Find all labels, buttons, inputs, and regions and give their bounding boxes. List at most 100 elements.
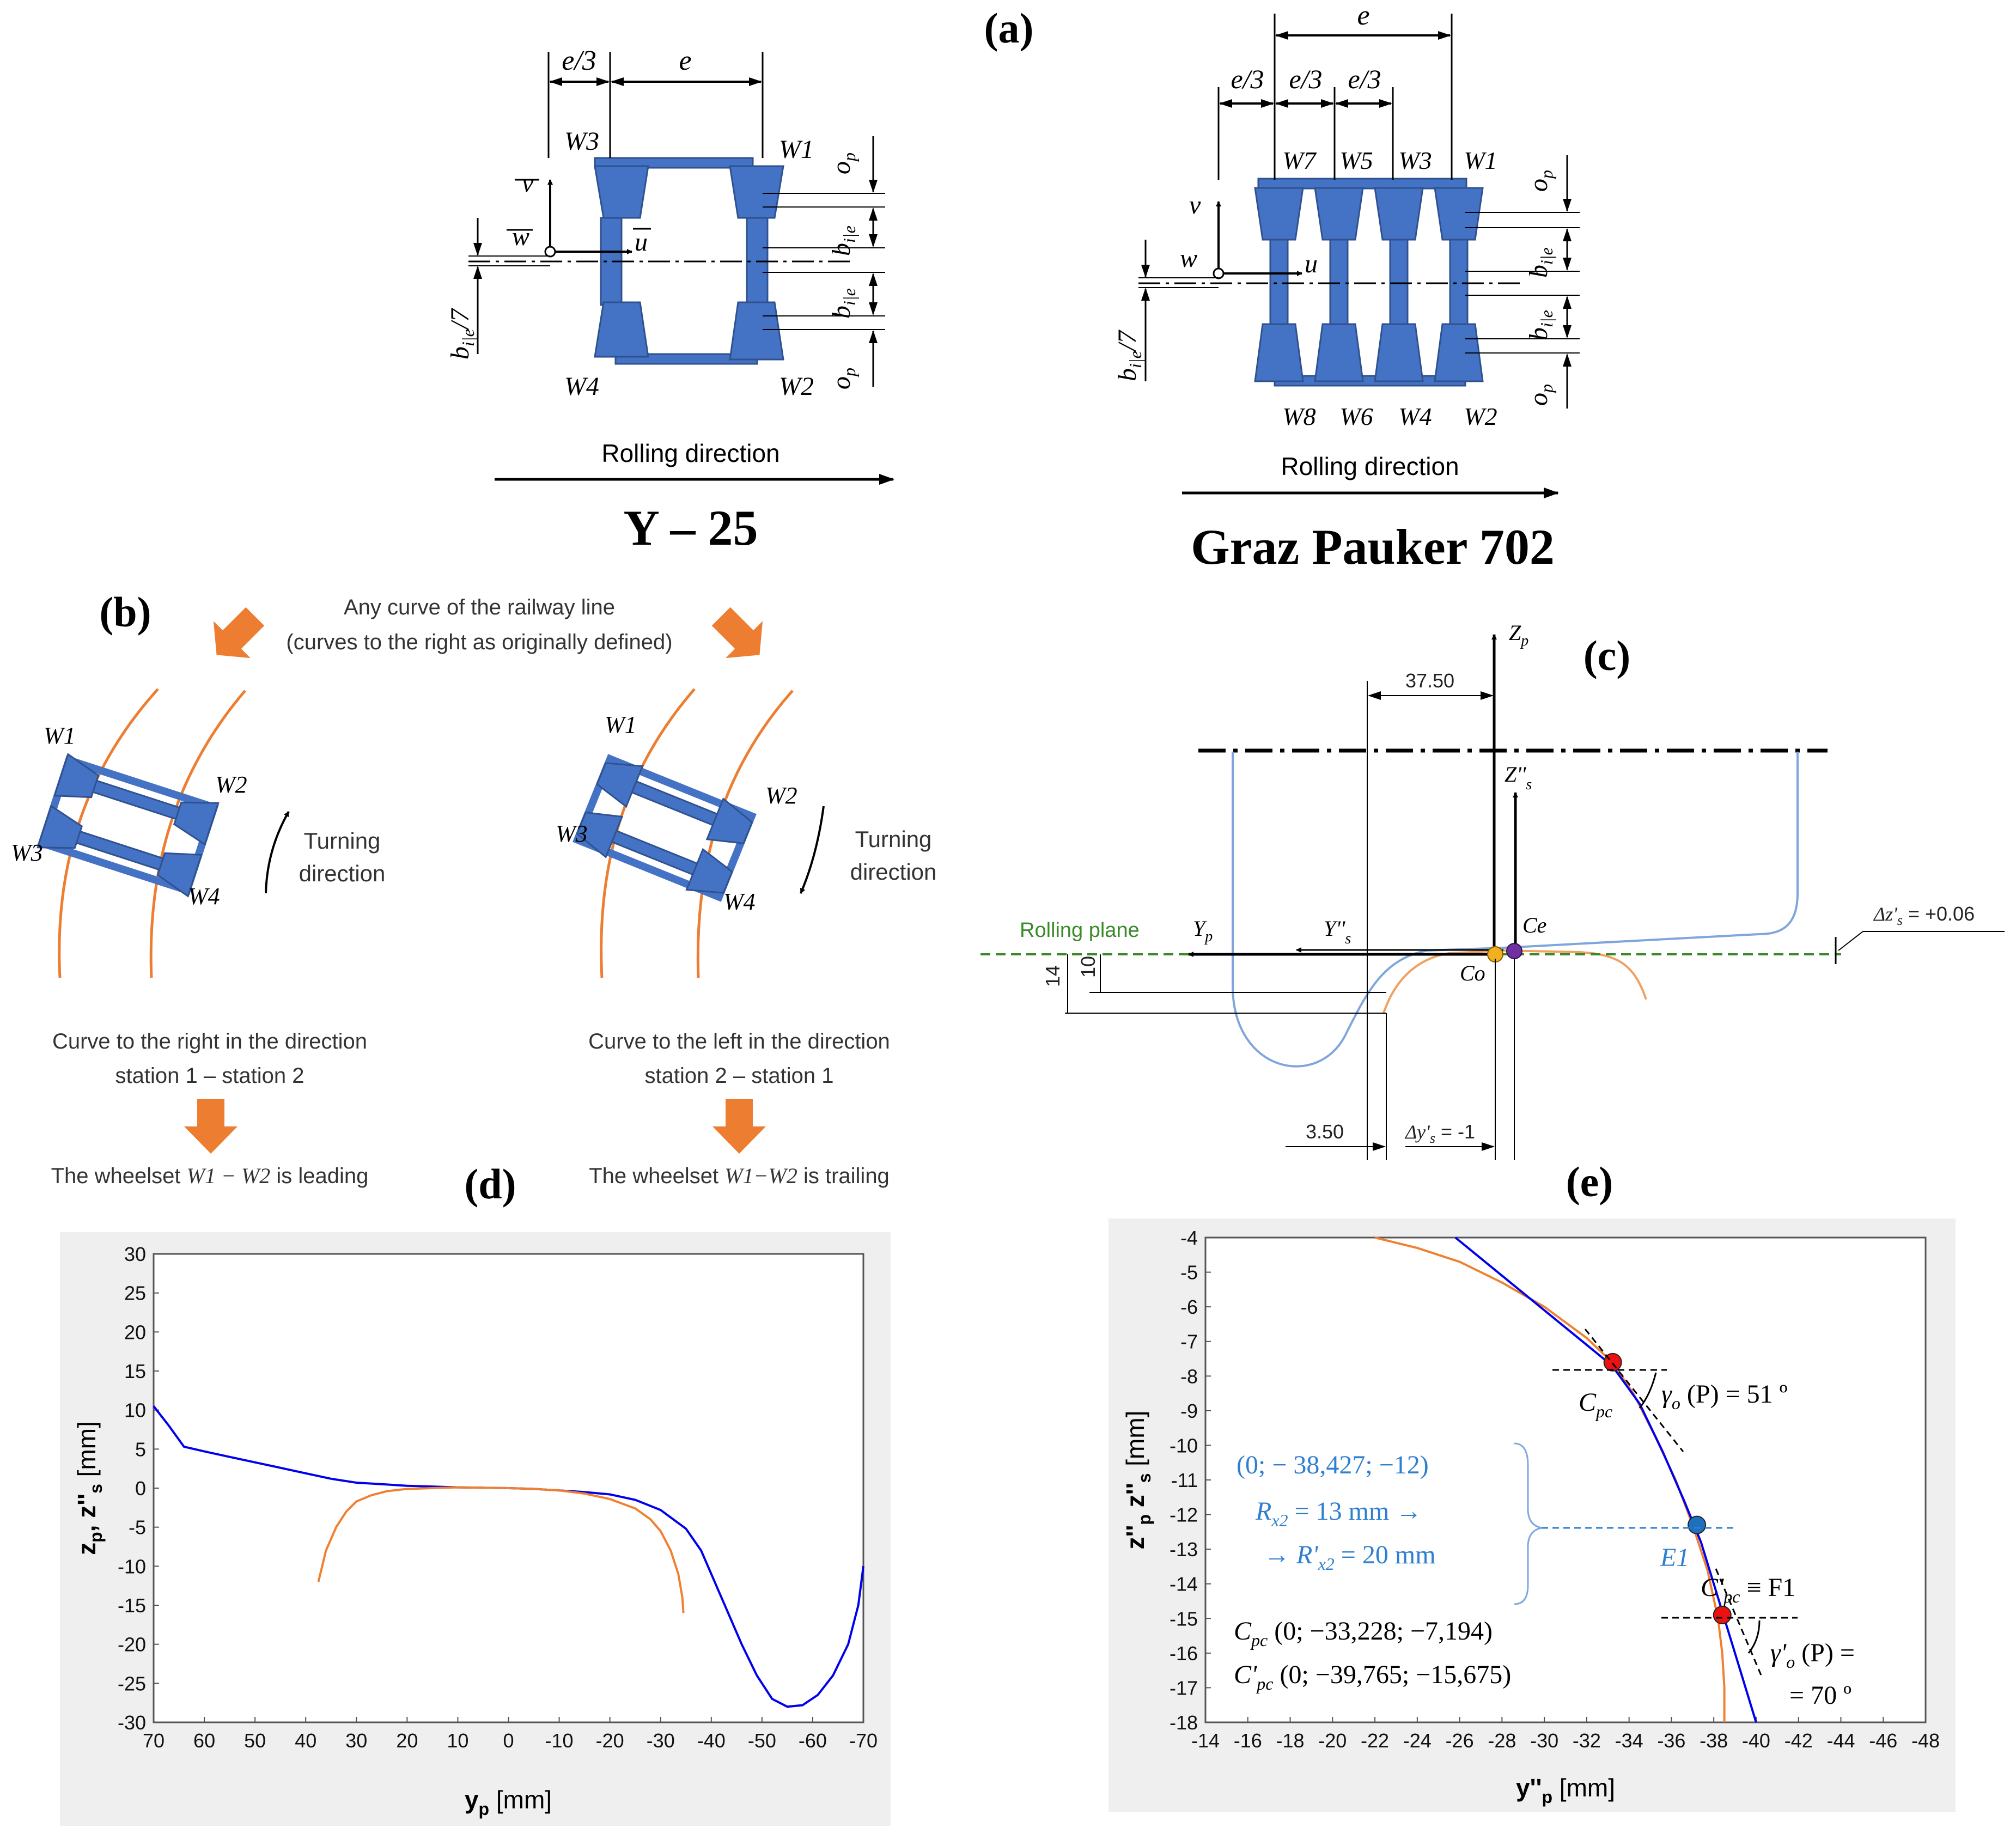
chart-d-ytick-label: 20 (124, 1321, 146, 1343)
graz-dim-e: e (1357, 0, 1369, 31)
chart-e-marker-2 (1713, 1605, 1732, 1624)
chart-d-xtick-label: -50 (748, 1729, 776, 1752)
y25-axis-w: w (512, 222, 529, 251)
chart-e-ytick-label: -15 (1170, 1607, 1198, 1630)
panel-e-chart: -14-16-18-20-22-24-26-28-30-32-34-36-38-… (1109, 1218, 1956, 1812)
panel-label-b: (b) (99, 588, 151, 636)
b-right-bogie (572, 754, 757, 902)
graz-wheel-w1: W1 (1464, 147, 1497, 174)
chart-d-xtick-label: 40 (295, 1729, 316, 1752)
chart-d-xtick-label: -30 (647, 1729, 675, 1752)
chart-e-marker-1 (1688, 1515, 1707, 1534)
graz-wheel-w4: W4 (1398, 403, 1432, 430)
chart-d-ytick-label: -30 (118, 1711, 146, 1734)
panel-label-d: (d) (464, 1160, 516, 1208)
b-header-line1: Any curve of the railway line (344, 595, 615, 619)
chart-d-ytick-label: -15 (118, 1594, 146, 1617)
chart-e-ytick-label: -18 (1170, 1711, 1198, 1734)
c-dim-dzs: Δz's = +0.06 (1873, 903, 1975, 928)
b-header-line2: (curves to the right as originally defin… (286, 630, 672, 654)
chart-e-xtick-label: -36 (1657, 1729, 1685, 1752)
y25-title: Y – 25 (623, 500, 758, 556)
panel-label-c: (c) (1583, 632, 1631, 679)
graz-wheel-w5: W5 (1339, 147, 1373, 174)
graz-wheel-w8: W8 (1282, 403, 1315, 430)
chart-e-xtick-label: -46 (1869, 1729, 1897, 1752)
chart-d-xtick-label: 70 (143, 1729, 165, 1752)
b-left-w4: W4 (188, 883, 220, 910)
panel-b: Any curve of the railway line (curves to… (11, 595, 936, 1188)
chart-e-series-1 (1454, 1236, 1757, 1723)
chart-e-plot-area (1204, 1236, 1927, 1723)
graz-wheel-w3: W3 (1398, 147, 1432, 174)
c-label-ce: Ce (1522, 913, 1546, 937)
chart-d-xtick-label: -10 (545, 1729, 574, 1752)
b-left-result: The wheelset W1 − W2 is leading (51, 1163, 369, 1188)
b-right-turning-1: Turning (855, 826, 932, 852)
c-label-co: Co (1460, 961, 1485, 985)
chart-d-xtick-label: 30 (345, 1729, 367, 1752)
chart-d-xtick-label: 0 (503, 1729, 514, 1752)
graz-dim-e3-3: e/3 (1348, 64, 1381, 94)
chart-e-ytick-label: -5 (1180, 1262, 1198, 1284)
chart-d-xlabel: yp [mm] (465, 1786, 552, 1819)
e-coords-cpc2: C'pc (0; −39,765; −15,675) (1234, 1660, 1511, 1693)
y25-axis-u: u (635, 228, 648, 257)
chart-e-xtick-label: -28 (1488, 1729, 1516, 1752)
chart-d-xtick-label: -20 (596, 1729, 624, 1752)
e-blue-line1: (0; − 38,427; −12) (1237, 1451, 1429, 1479)
graz-wheel-w6: W6 (1339, 403, 1373, 430)
y25-wheel-w4: W4 (564, 372, 599, 401)
chart-e-xtick-label: -40 (1742, 1729, 1770, 1752)
chart-d-xtick-label: 20 (396, 1729, 418, 1752)
chart-e-xtick-label: -48 (1911, 1729, 1940, 1752)
chart-d-ytick-label: 5 (135, 1438, 146, 1460)
b-left-curve-2: station 1 – station 2 (115, 1064, 304, 1088)
c-axis-yp: Yp (1193, 916, 1213, 945)
c-wheel-profile (1232, 752, 1799, 1068)
chart-e-xtick-label: -26 (1446, 1729, 1474, 1752)
orange-arrow-right (711, 607, 763, 659)
e-coords-cpc: Cpc (0; −33,228; −7,194) (1234, 1617, 1493, 1650)
chart-e-ytick-label: -10 (1170, 1434, 1198, 1457)
b-left-curve-1: Curve to the right in the direction (52, 1029, 367, 1053)
e-label-gamma-o: γo (P) = 51 º (1661, 1380, 1788, 1413)
c-axis-ys: Y''s (1324, 916, 1351, 947)
graz-dim-e3-2: e/3 (1289, 64, 1322, 94)
y25-dim-e3: e/3 (562, 45, 596, 76)
e-label-gamma-o2-val: = 70 º (1789, 1681, 1851, 1710)
c-axis-zs: Z''s (1505, 762, 1532, 793)
c-dim-14: 14 (1042, 965, 1064, 987)
graz-dim-bie-bot: bi|e (1524, 310, 1556, 340)
panel-a-y25: e/3 e W3 W1 W4 W2 v w u bi|e/7 (446, 45, 894, 556)
chart-d-xtick-label: -40 (697, 1729, 726, 1752)
e-label-gamma-o2: γ'o (P) = (1770, 1638, 1855, 1672)
chart-e-ytick-label: -13 (1170, 1538, 1198, 1561)
c-rolling-plane: Rolling plane (1020, 919, 1140, 942)
graz-axis-v: v (1189, 191, 1201, 220)
chart-d-ytick-label: 10 (124, 1399, 146, 1422)
chart-d-ytick-label: 0 (135, 1477, 146, 1500)
chart-e-xtick-label: -44 (1826, 1729, 1855, 1752)
chart-e-xtick-label: -14 (1191, 1729, 1220, 1752)
orange-arrow-left (213, 607, 265, 659)
chart-e-ytick-label: -8 (1180, 1365, 1198, 1387)
graz-axis-u: u (1305, 249, 1318, 278)
b-right-w4: W4 (723, 888, 756, 915)
chart-d-ytick-label: -25 (118, 1672, 146, 1695)
chart-e-ytick-label: -16 (1170, 1642, 1198, 1665)
chart-d-series-1 (317, 1486, 685, 1613)
b-left-turning-1: Turning (304, 828, 381, 854)
graz-frame (1254, 178, 1484, 387)
chart-d-ylabel: zp, z''s [mm] (72, 1421, 106, 1555)
c-dim-dys: Δy's = -1 (1404, 1120, 1475, 1146)
chart-d-xtick-label: 50 (244, 1729, 266, 1752)
chart-d-xtick-label: -70 (849, 1729, 878, 1752)
graz-wheel-w2: W2 (1464, 403, 1497, 430)
chart-d-xtick-label: -60 (799, 1729, 827, 1752)
b-right-curve-2: station 2 – station 1 (645, 1064, 834, 1088)
y25-dim-e: e (679, 45, 691, 76)
